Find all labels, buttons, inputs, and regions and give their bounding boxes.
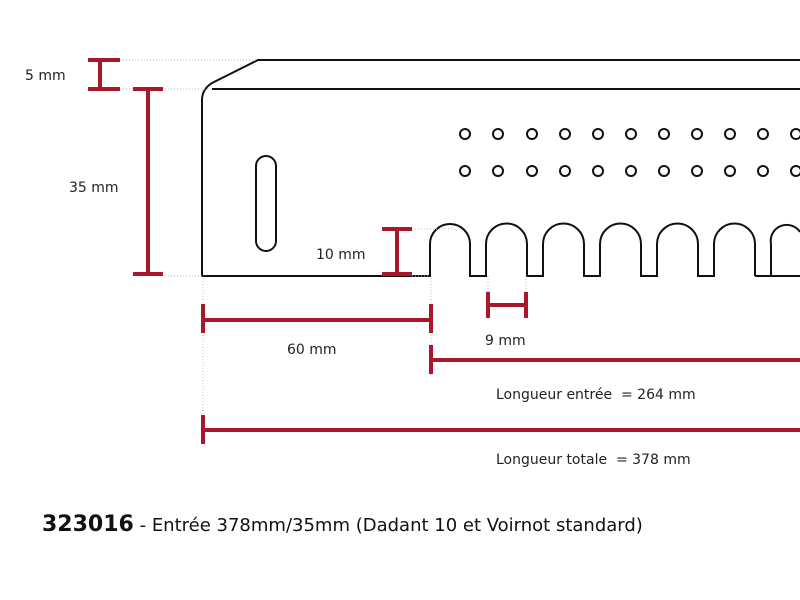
vent-hole — [592, 128, 604, 140]
vent-hole — [757, 128, 769, 140]
vent-hole — [790, 128, 800, 140]
dimension-markers — [88, 58, 800, 444]
label-notch-width: 9 mm — [485, 333, 526, 349]
dimension-total-length — [201, 415, 800, 444]
vent-hole — [459, 165, 471, 177]
label-total-length: Longueur totale = 378 mm — [496, 452, 691, 468]
mounting-slot — [255, 155, 277, 252]
part-body-outline — [201, 59, 800, 277]
dimension-height — [133, 87, 163, 276]
vent-hole — [459, 128, 471, 140]
vent-hole — [559, 128, 571, 140]
vent-hole — [724, 128, 736, 140]
product-caption: 323016 - Entrée 378mm/35mm (Dadant 10 et… — [42, 512, 643, 537]
label-height: 35 mm — [69, 180, 119, 196]
vent-hole — [790, 165, 800, 177]
vent-hole — [526, 128, 538, 140]
product-description: Entrée 378mm/35mm (Dadant 10 et Voirnot … — [151, 515, 643, 536]
product-code: 323016 — [42, 512, 134, 537]
vent-hole — [492, 128, 504, 140]
dimension-first-notch — [201, 304, 433, 333]
caption-separator: - — [133, 515, 152, 536]
vent-hole — [559, 165, 571, 177]
vent-hole — [658, 165, 670, 177]
dimension-top-offset — [88, 58, 120, 91]
dimension-notch-width — [486, 292, 528, 318]
part-outline — [201, 59, 800, 277]
vent-hole — [625, 165, 637, 177]
dimension-entry-length — [429, 345, 800, 374]
vent-hole — [691, 128, 703, 140]
ventilation-holes — [459, 128, 800, 177]
vent-hole — [526, 165, 538, 177]
label-top-offset: 5 mm — [25, 68, 66, 84]
label-notch-depth: 10 mm — [316, 247, 366, 263]
vent-hole — [691, 165, 703, 177]
label-entry-length: Longueur entrée = 264 mm — [496, 387, 696, 403]
label-first-notch: 60 mm — [287, 342, 337, 358]
dimension-notch-depth — [382, 227, 412, 276]
vent-hole — [724, 165, 736, 177]
vent-hole — [592, 165, 604, 177]
vent-hole — [625, 128, 637, 140]
vent-hole — [658, 128, 670, 140]
vent-hole — [492, 165, 504, 177]
vent-hole — [757, 165, 769, 177]
